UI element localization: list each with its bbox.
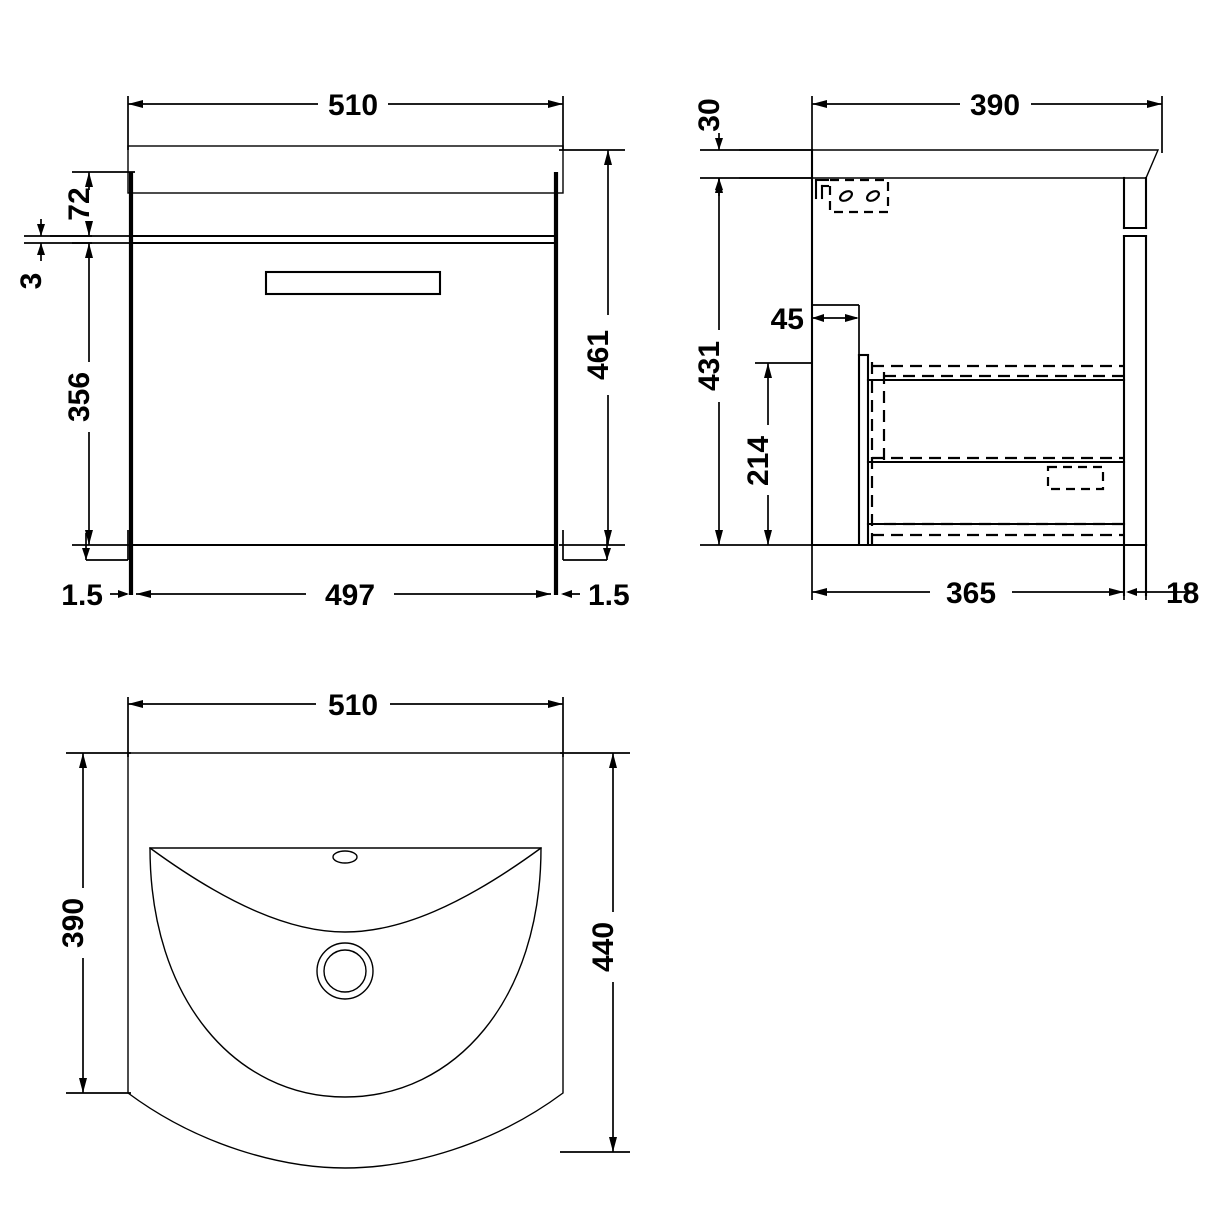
dim-label-side-drawer-height: 214 (742, 436, 775, 486)
plan-overflow-hole (332, 850, 358, 864)
dim-front-bottom-row: 497 1.5 1.5 (61, 530, 630, 612)
side-front-panel (1122, 176, 1148, 597)
plan-basin-outline (127, 752, 564, 1169)
side-elevation-view: 30 390 431 (693, 89, 1199, 610)
dim-label-plan-cabinet-depth: 390 (57, 898, 90, 948)
dim-front-gap-3: 3 (15, 219, 92, 289)
side-basin-top (739, 149, 1160, 179)
dim-label-front-gap: 3 (15, 273, 48, 290)
dim-side-depth-390: 390 (811, 89, 1163, 153)
dim-label-side-front-thickness: 18 (1166, 577, 1199, 610)
side-wall-bracket (814, 178, 890, 214)
dim-label-plan-width: 510 (328, 689, 378, 722)
dim-side-bottom-row: 365 18 (811, 545, 1199, 610)
dim-label-front-topband: 72 (63, 187, 96, 220)
dim-label-side-basin-thickness: 30 (693, 98, 726, 131)
dim-front-drawer-356: 356 (63, 242, 135, 546)
dim-label-front-reveal-right: 1.5 (588, 579, 630, 612)
dim-label-side-depth: 390 (970, 89, 1020, 122)
dim-label-side-carcass-depth: 365 (946, 577, 996, 610)
dim-side-basin-thickness-30: 30 (693, 98, 812, 196)
dim-label-front-width: 510 (328, 89, 378, 122)
dim-front-topband-72: 72 (50, 171, 135, 237)
dim-plan-depth-440: 440 (560, 752, 630, 1153)
plan-bowl-outline (149, 847, 542, 1098)
dim-label-side-bracket-offset: 45 (771, 303, 804, 336)
dim-front-total-461: 461 (559, 149, 625, 546)
dim-side-height-431: 431 (693, 178, 812, 546)
basin-plan-view: 510 390 440 (57, 689, 630, 1169)
dim-label-side-cabinet-height: 431 (693, 341, 726, 391)
dim-label-front-total-height: 461 (582, 330, 615, 380)
dim-label-front-reveal-left: 1.5 (61, 579, 103, 612)
dim-plan-depth-390: 390 (57, 752, 131, 1094)
front-basin-top (127, 145, 564, 194)
dim-side-bracket-45: 45 (771, 303, 860, 360)
plan-waste-outlet (316, 942, 374, 1000)
dim-plan-width-510: 510 (127, 689, 564, 757)
dim-label-plan-basin-depth: 440 (587, 922, 620, 972)
front-drawer-handle (264, 270, 442, 296)
side-handle-profile (1046, 465, 1105, 491)
front-elevation-view: 510 72 3 (15, 89, 630, 612)
dim-label-front-drawer-height: 356 (63, 372, 96, 422)
dim-label-front-carcass-width: 497 (325, 579, 375, 612)
dim-front-width-510: 510 (127, 89, 564, 150)
side-drawer-assembly (857, 353, 1126, 550)
front-cabinet-body (128, 172, 559, 595)
dim-side-drawer-214: 214 (742, 362, 812, 545)
